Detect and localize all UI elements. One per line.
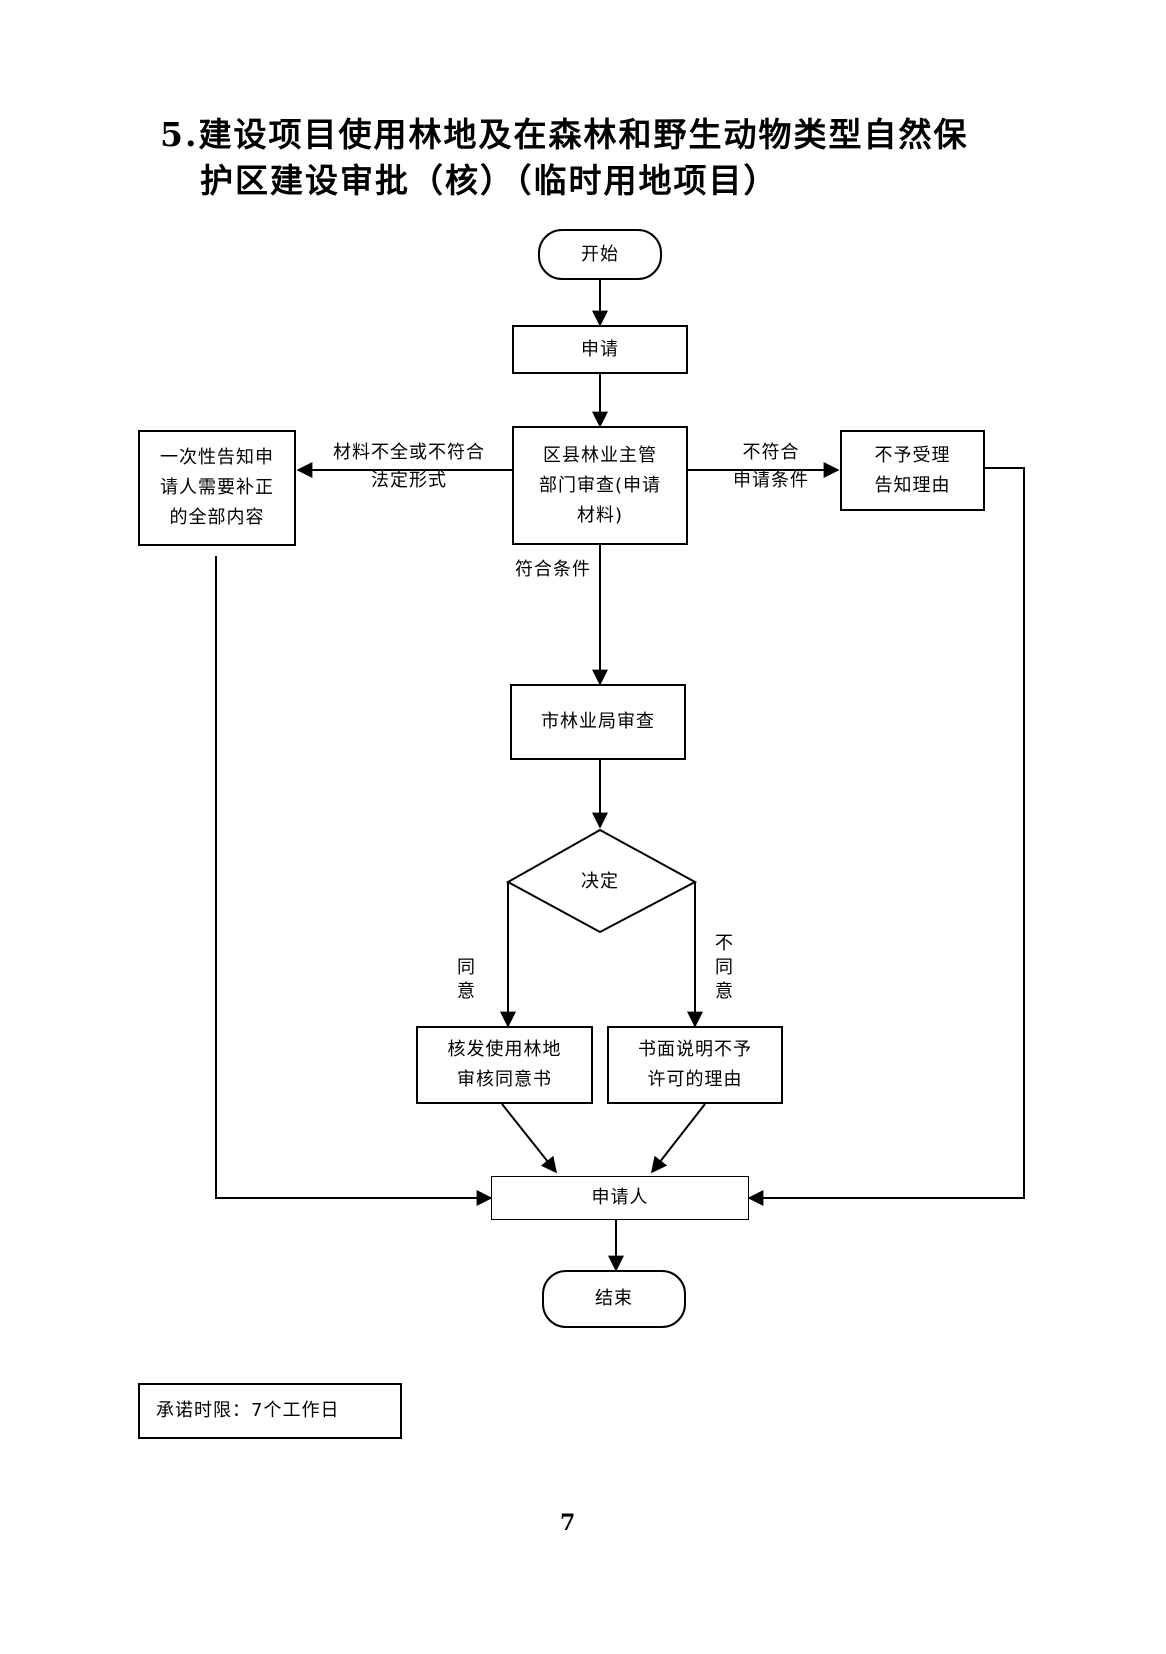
decision-label: 决定: [581, 871, 619, 892]
edge-label-not-eligible: 不符合 申请条件: [733, 442, 809, 491]
district-review-node: 区县林业主管 部门审查(申请 材料): [512, 426, 688, 545]
arrow-correction-to-applicant: [215, 556, 493, 1206]
issue-consent-node: 核发使用林地 审核同意书: [416, 1026, 593, 1104]
not-accepted-node: 不予受理 告知理由: [840, 430, 985, 511]
edge-label-incomplete: 材料不全或不符合 法定形式: [333, 442, 485, 491]
apply-node: 申请: [512, 325, 688, 374]
city-review-node: 市林业局审查: [510, 684, 686, 760]
arrow-not-accepted-to-applicant: [747, 467, 1025, 1206]
edge-label-eligible: 符合条件: [515, 559, 591, 580]
written-explanation-node: 书面说明不予 许可的理由: [607, 1026, 783, 1104]
end-node: 结束: [542, 1270, 686, 1328]
decision-diamond: [505, 828, 698, 934]
applicant-node: 申请人: [491, 1176, 749, 1220]
page-title-line-1: 5.建设项目使用林地及在森林和野生动物类型自然保: [160, 115, 969, 154]
time-limit-box: 承诺时限：7个工作日: [138, 1383, 402, 1439]
arrow-consent-to-applicant: [501, 1103, 557, 1174]
edge-label-agree: 同意: [457, 957, 475, 1002]
notify-correction-node: 一次性告知申 请人需要补正 的全部内容: [138, 430, 296, 546]
edge-label-disagree: 不同意: [715, 933, 733, 1002]
arrow-explanation-to-applicant: [651, 1103, 706, 1174]
page-number: 7: [560, 1510, 576, 1536]
page-title-line-2: 护区建设审批（核）（临时用地项目）: [200, 161, 779, 200]
start-node: 开始: [538, 229, 662, 280]
